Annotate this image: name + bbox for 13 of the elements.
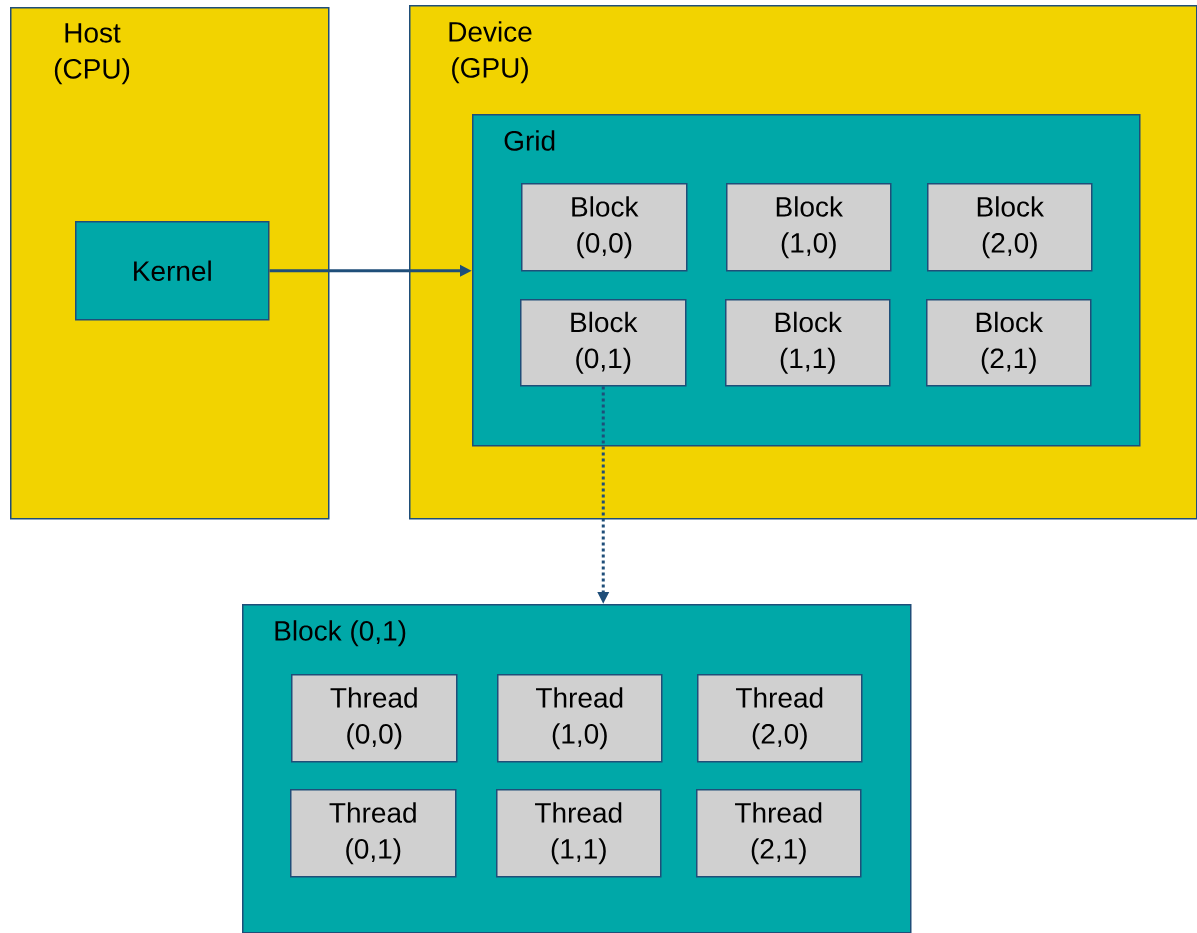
process-box: Kernel xyxy=(75,221,270,321)
process-box: Thread (0,0) xyxy=(291,674,458,763)
process-box: Thread (1,1) xyxy=(496,789,662,878)
process-box: Thread (1,0) xyxy=(497,674,663,763)
process-box: Block (1,1) xyxy=(725,299,891,387)
process-box: Thread (0,1) xyxy=(290,789,457,878)
process-box: Block (2,0) xyxy=(927,183,1093,272)
process-box: Block (1,0) xyxy=(726,183,892,272)
process-box: Thread (2,0) xyxy=(697,674,863,763)
process-box: Block (2,1) xyxy=(926,299,1092,387)
process-box: Thread (2,1) xyxy=(696,789,862,878)
process-box: Block (0,0) xyxy=(521,183,688,272)
process-box: Block (0,1) xyxy=(520,299,687,387)
